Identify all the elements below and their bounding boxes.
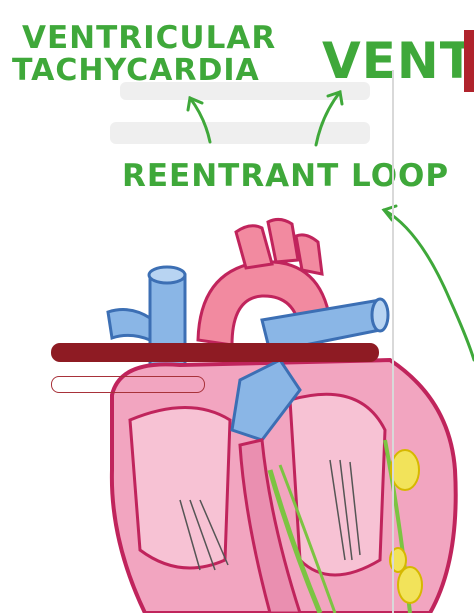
title-right: VENT [322,32,474,90]
title-left-line2: TACHYCARDIA [12,53,260,88]
heart-drawing [106,217,458,613]
outlined-box [51,376,205,393]
reentrant-loop-label: REENTRANT LOOP [122,158,449,194]
edge-red-tab [464,30,474,92]
slide-divider [392,70,394,613]
arrow-to-left-title [188,96,212,144]
arrow-long-right [382,208,474,362]
arrow-to-right-title [314,90,342,147]
redaction-bar [51,343,379,362]
faded-background-text [110,82,370,144]
title-left-line1: VENTRICULAR [22,20,276,56]
